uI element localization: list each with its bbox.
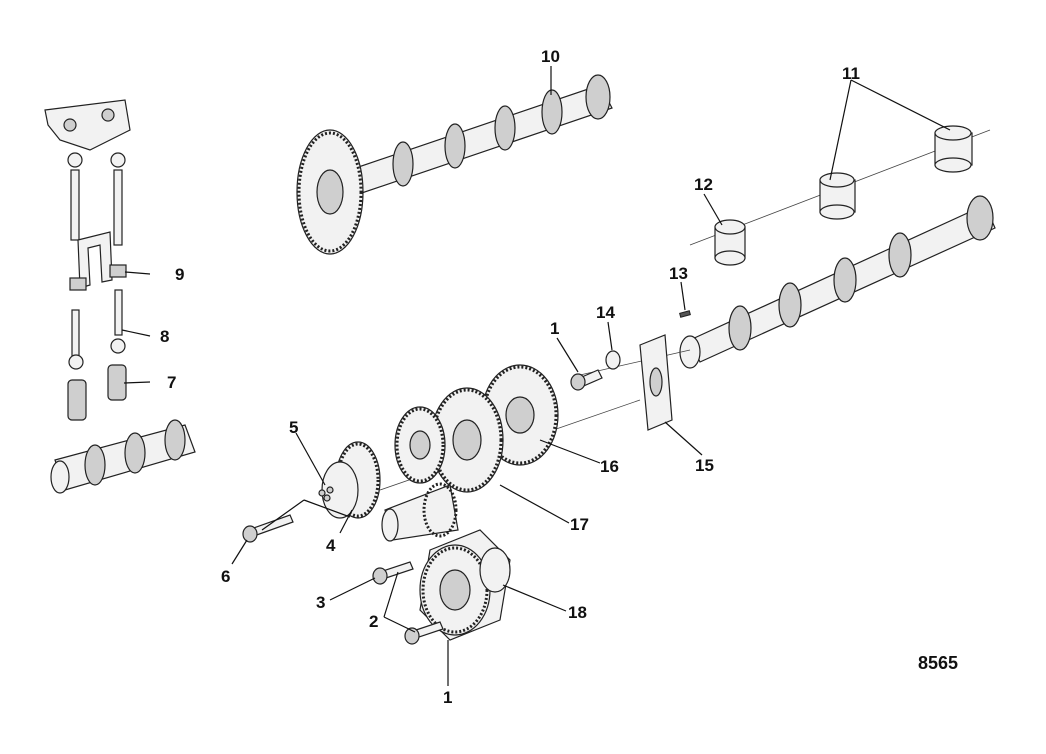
callout-17: 17 [570, 515, 589, 534]
thrust-plate-assembly [570, 310, 691, 431]
callout-9: 9 [175, 265, 184, 284]
cam-bearings [689, 125, 991, 266]
callout-13: 13 [669, 264, 688, 283]
drive-gear [242, 441, 459, 543]
callout-1-upper: 1 [550, 319, 559, 338]
camshaft-upper [296, 74, 613, 255]
cam-bearing-2 [819, 172, 856, 220]
gear-stack [379, 364, 641, 493]
valve-train-left [44, 99, 196, 494]
callout-12: 12 [694, 175, 713, 194]
callout-18: 18 [568, 603, 587, 622]
cam-bearing-3 [934, 125, 973, 173]
gear-small [394, 406, 446, 484]
callout-14: 14 [596, 303, 615, 322]
callout-10: 10 [541, 47, 560, 66]
callout-1-lower: 1 [443, 688, 452, 707]
callout-8: 8 [160, 327, 169, 346]
callout-5: 5 [289, 418, 298, 437]
callout-16: 16 [600, 457, 619, 476]
callout-4: 4 [326, 536, 336, 555]
cam-bearing-1 [714, 219, 746, 266]
callout-2: 2 [369, 612, 378, 631]
callout-11: 11 [842, 64, 860, 83]
gear-housing [372, 529, 511, 645]
callout-labels: 10 11 12 13 14 1 9 8 7 5 4 6 3 2 1 16 15… [160, 47, 958, 707]
callout-6: 6 [221, 567, 230, 586]
callout-3: 3 [316, 593, 325, 612]
figure-number: 8565 [918, 653, 958, 673]
leader-lines [121, 66, 951, 686]
camshaft-right [679, 195, 996, 369]
callout-15: 15 [695, 456, 714, 475]
callout-7: 7 [167, 373, 176, 392]
